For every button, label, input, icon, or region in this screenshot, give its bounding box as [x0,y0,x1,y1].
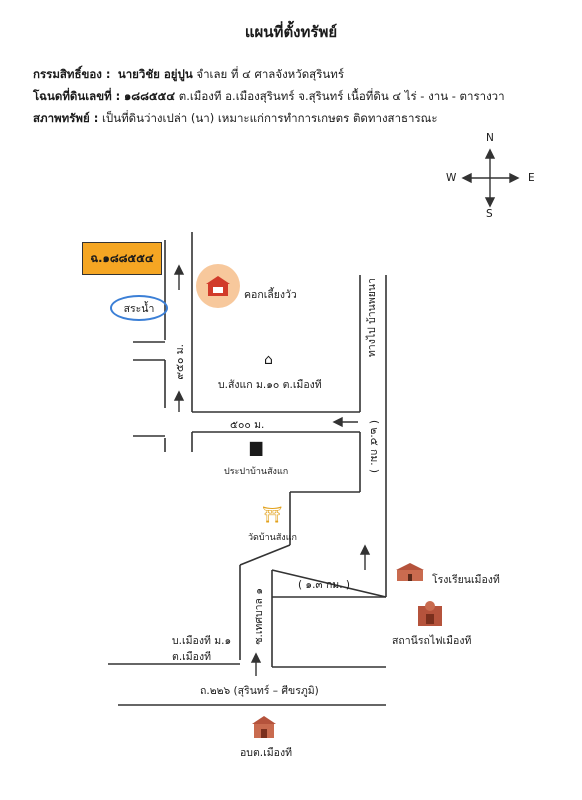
condition-value: เป็นที่ดินว่างเปล่า (นา) เหมาะแก่การทำกา… [101,111,438,125]
temple-label: วัดบ้านสังแก [248,533,297,543]
school-label: โรงเรียนเมืองที [432,574,500,586]
dist-950: ๙๕๐ ม. [174,344,186,380]
school-icon [394,562,426,586]
owner-extra: จำเลย ที่ ๔ ศาลจังหวัดสุรินทร์ [196,67,345,81]
compass-w: W [446,172,457,184]
dist-2-5km: ( ๒.๕ กม. ) [368,420,380,474]
sao-icon [250,714,278,744]
deed-line: โฉนดที่ดินเลขที่ : ๑๘๘๕๕๔ ต.เมืองที อ.เม… [33,88,505,106]
cowshed-label: คอกเลี้ยงวัว [244,289,297,301]
dist-1-3km: ( ๑.๓ กม. ) [298,579,351,591]
sao-label: อบต.เมืองที [240,747,292,759]
owner-label: กรรมสิทธิ์ของ : [33,67,111,81]
highway-label: ถ.๒๒๖ (สุรินทร์ – ศีขรภูมิ) [200,682,319,699]
pond-label: สระน้ำ [110,295,168,321]
temple-icon: ⛩ [262,505,283,524]
compass-n: N [486,132,494,144]
village-label: บ.สังแก ม.๑๐ ต.เมืองที [218,379,322,391]
station-label: สถานีรถไฟเมืองที [392,635,472,647]
station-icon [415,600,445,632]
cowshed-icon [196,264,240,308]
waterworks-label: ประปาบ้านสังแก [224,467,289,477]
deed-value: ๑๘๘๕๕๔ [123,89,176,103]
highway-number: ถ.๒๒๖ [200,685,231,697]
compass-icon [461,148,520,208]
soi-label: ซ.เทศบาล ๑ [253,588,265,645]
page-title: แผนที่ตั้งทรัพย์ [244,23,338,41]
condition-label: สภาพทรัพย์ : [33,111,99,125]
owner-value: นายวิชัย อยู่ปูน [117,67,193,81]
dist-500: ๕๐๐ ม. [230,419,265,431]
deed-label: โฉนดที่ดินเลขที่ : [33,89,121,103]
compass-s: S [486,208,493,220]
owner-line: กรรมสิทธิ์ของ : นายวิชัย อยู่ปูน จำเลย ท… [33,66,344,84]
village2-line2: ต.เมืองที [172,651,212,663]
parcel-box: ฉ.๑๘๘๕๕๔ [82,242,162,275]
waterworks-icon: ▆ [250,437,263,456]
compass-e: E [528,172,535,184]
village2-line1: บ.เมืองที ม.๑ [172,635,232,647]
to-village-label: ทางไป บ้านพยนา [366,278,378,358]
deed-extra: ต.เมืองที อ.เมืองสุรินทร์ จ.สุรินทร์ เนื… [178,89,505,103]
highway-route: (สุรินทร์ – ศีขรภูมิ) [233,685,319,697]
condition-line: สภาพทรัพย์ : เป็นที่ดินว่างเปล่า (นา) เห… [33,110,438,128]
house-icon: ⌂ [264,352,273,368]
